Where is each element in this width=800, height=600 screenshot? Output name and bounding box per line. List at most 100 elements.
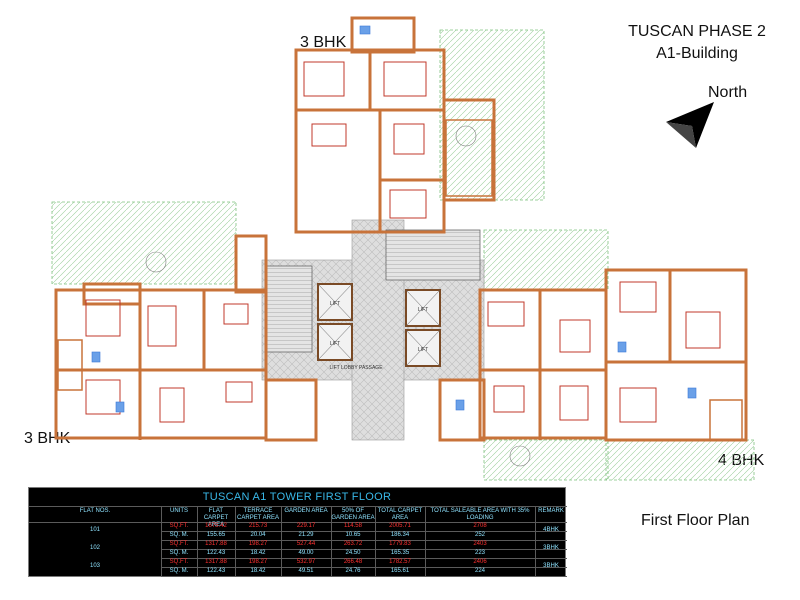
table-cell-sqm: 20.04 bbox=[250, 532, 266, 538]
table-cell-sqm: 155.65 bbox=[206, 532, 226, 538]
table-cell-sqm: SQ. M. bbox=[169, 532, 189, 538]
table-cell-sqm: 122.43 bbox=[206, 550, 226, 556]
table-rule bbox=[161, 531, 567, 532]
table-cell-sqm: 122.43 bbox=[206, 568, 226, 574]
project-title: TUSCAN PHASE 2 bbox=[628, 23, 766, 40]
table-header-cell: 50% OF GARDEN AREA bbox=[331, 508, 375, 521]
plants bbox=[145, 125, 531, 467]
table-header-cell: FLAT CARPET AREA bbox=[203, 508, 229, 528]
table-cell-sqm: 24.50 bbox=[345, 550, 361, 556]
table-rule bbox=[235, 506, 236, 576]
table-cell-sqft: 532.97 bbox=[296, 559, 316, 565]
table-rule bbox=[161, 540, 567, 541]
unit-right-walls bbox=[438, 268, 748, 442]
table-cell-sqm: 49.51 bbox=[298, 568, 314, 574]
table-rule bbox=[29, 506, 567, 507]
table-title: TUSCAN A1 TOWER FIRST FLOOR bbox=[202, 491, 392, 503]
table-flat-no: 101 bbox=[89, 527, 100, 533]
staircase-top bbox=[385, 229, 481, 281]
table-cell-sqm: 165.35 bbox=[390, 550, 410, 556]
passage-label: LIFT LOBBY PASSAGE bbox=[329, 365, 383, 371]
table-cell-sqft: 1317.88 bbox=[205, 559, 227, 565]
table-rule bbox=[161, 558, 567, 559]
table-cell-sqm: 223 bbox=[474, 550, 485, 556]
table-rule bbox=[375, 506, 376, 576]
table-cell-sqft: 2005.71 bbox=[389, 523, 411, 529]
table-flat-no: 102 bbox=[89, 545, 100, 551]
table-rule bbox=[161, 567, 567, 568]
table-cell-sqm: 224 bbox=[474, 568, 485, 574]
table-cell-sqm: SQ. M. bbox=[169, 568, 189, 574]
table-cell-sqm: 18.42 bbox=[250, 550, 266, 556]
garden-zones bbox=[51, 29, 755, 481]
table-remark: 3BHK bbox=[543, 563, 559, 569]
table-rule bbox=[29, 522, 567, 523]
table-cell-sqm: 252 bbox=[474, 532, 485, 538]
table-cell-sqm: 10.65 bbox=[345, 532, 361, 538]
table-rule bbox=[161, 549, 567, 550]
unit-top-walls bbox=[294, 16, 496, 234]
table-cell-sqft: 263.72 bbox=[343, 541, 363, 547]
table-cell-sqm: 18.42 bbox=[250, 568, 266, 574]
table-cell-sqft: 198.27 bbox=[248, 541, 268, 547]
table-cell-sqm: 49.00 bbox=[298, 550, 314, 556]
table-cell-sqft: 114.58 bbox=[344, 523, 362, 529]
table-remark: 3BHK bbox=[543, 545, 559, 551]
table-cell-sqm: 165.61 bbox=[390, 568, 410, 574]
table-header-cell: TERRACE CARPET AREA bbox=[237, 508, 279, 521]
building-name: A1-Building bbox=[656, 45, 738, 62]
table-cell-sqft: SQ.FT. bbox=[169, 523, 189, 529]
table-header-cell: UNITS bbox=[170, 508, 188, 514]
table-cell-sqft: 266.48 bbox=[343, 559, 363, 565]
unit-label-top: 3 BHK bbox=[300, 34, 347, 51]
garden-left bbox=[51, 201, 237, 285]
table-flat-no: 103 bbox=[89, 563, 100, 569]
lift-label: LIFT bbox=[330, 341, 340, 347]
table-cell-sqft: SQ.FT. bbox=[169, 559, 189, 565]
table-rule bbox=[281, 506, 282, 576]
staircase-left bbox=[265, 265, 313, 353]
table-cell-sqft: 2406 bbox=[473, 559, 487, 565]
table-cell-sqft: 527.44 bbox=[296, 541, 316, 547]
furniture bbox=[85, 61, 721, 423]
table-cell-sqft: 1317.88 bbox=[205, 541, 227, 547]
unit-left-walls bbox=[54, 234, 318, 442]
table-cell-sqft: 1782.57 bbox=[389, 559, 411, 565]
table-cell-sqft: 2403 bbox=[473, 541, 487, 547]
table-header-cell: TOTAL SALEABLE AREA WITH 35% LOADING bbox=[430, 508, 530, 521]
table-rule bbox=[425, 506, 426, 576]
lift-label: LIFT bbox=[330, 301, 340, 307]
plan-name: First Floor Plan bbox=[641, 512, 750, 529]
terraces bbox=[57, 119, 743, 441]
table-cell-sqft: 2708 bbox=[473, 523, 487, 529]
table-cell-sqm: 186.34 bbox=[390, 532, 410, 538]
table-cell-sqm: SQ. M. bbox=[169, 550, 189, 556]
table-cell-sqft: 1675.42 bbox=[205, 523, 227, 529]
table-remark: 4BHK bbox=[543, 527, 559, 533]
north-label: North bbox=[708, 84, 748, 101]
garden-bottom-right-2 bbox=[483, 439, 609, 481]
unit-label-left: 3 BHK bbox=[24, 430, 71, 447]
lift-label: LIFT bbox=[418, 307, 428, 313]
table-header-cell: TOTAL CARPET AREA bbox=[377, 508, 423, 521]
bath-fixtures bbox=[91, 25, 697, 413]
table-cell-sqft: 198.27 bbox=[248, 559, 268, 565]
table-header-cell: FLAT NOS. bbox=[79, 508, 111, 514]
table-header-cell: GARDEN AREA bbox=[284, 508, 328, 514]
table-rule bbox=[331, 506, 332, 576]
table-rule bbox=[161, 576, 567, 577]
table-rule bbox=[161, 506, 162, 576]
table-rule bbox=[197, 506, 198, 576]
table-cell-sqm: 21.29 bbox=[298, 532, 314, 538]
table-cell-sqft: 215.73 bbox=[248, 523, 268, 529]
table-cell-sqm: 24.76 bbox=[345, 568, 361, 574]
table-cell-sqft: SQ.FT. bbox=[169, 541, 189, 547]
garden-right-top bbox=[483, 229, 609, 291]
lift-label: LIFT bbox=[418, 347, 428, 353]
table-cell-sqft: 1779.83 bbox=[389, 541, 411, 547]
north-arrow-icon bbox=[666, 102, 714, 148]
table-cell-sqft: 229.17 bbox=[296, 523, 316, 529]
table-rule bbox=[535, 506, 536, 576]
table-header-cell: REMARK bbox=[538, 508, 564, 514]
